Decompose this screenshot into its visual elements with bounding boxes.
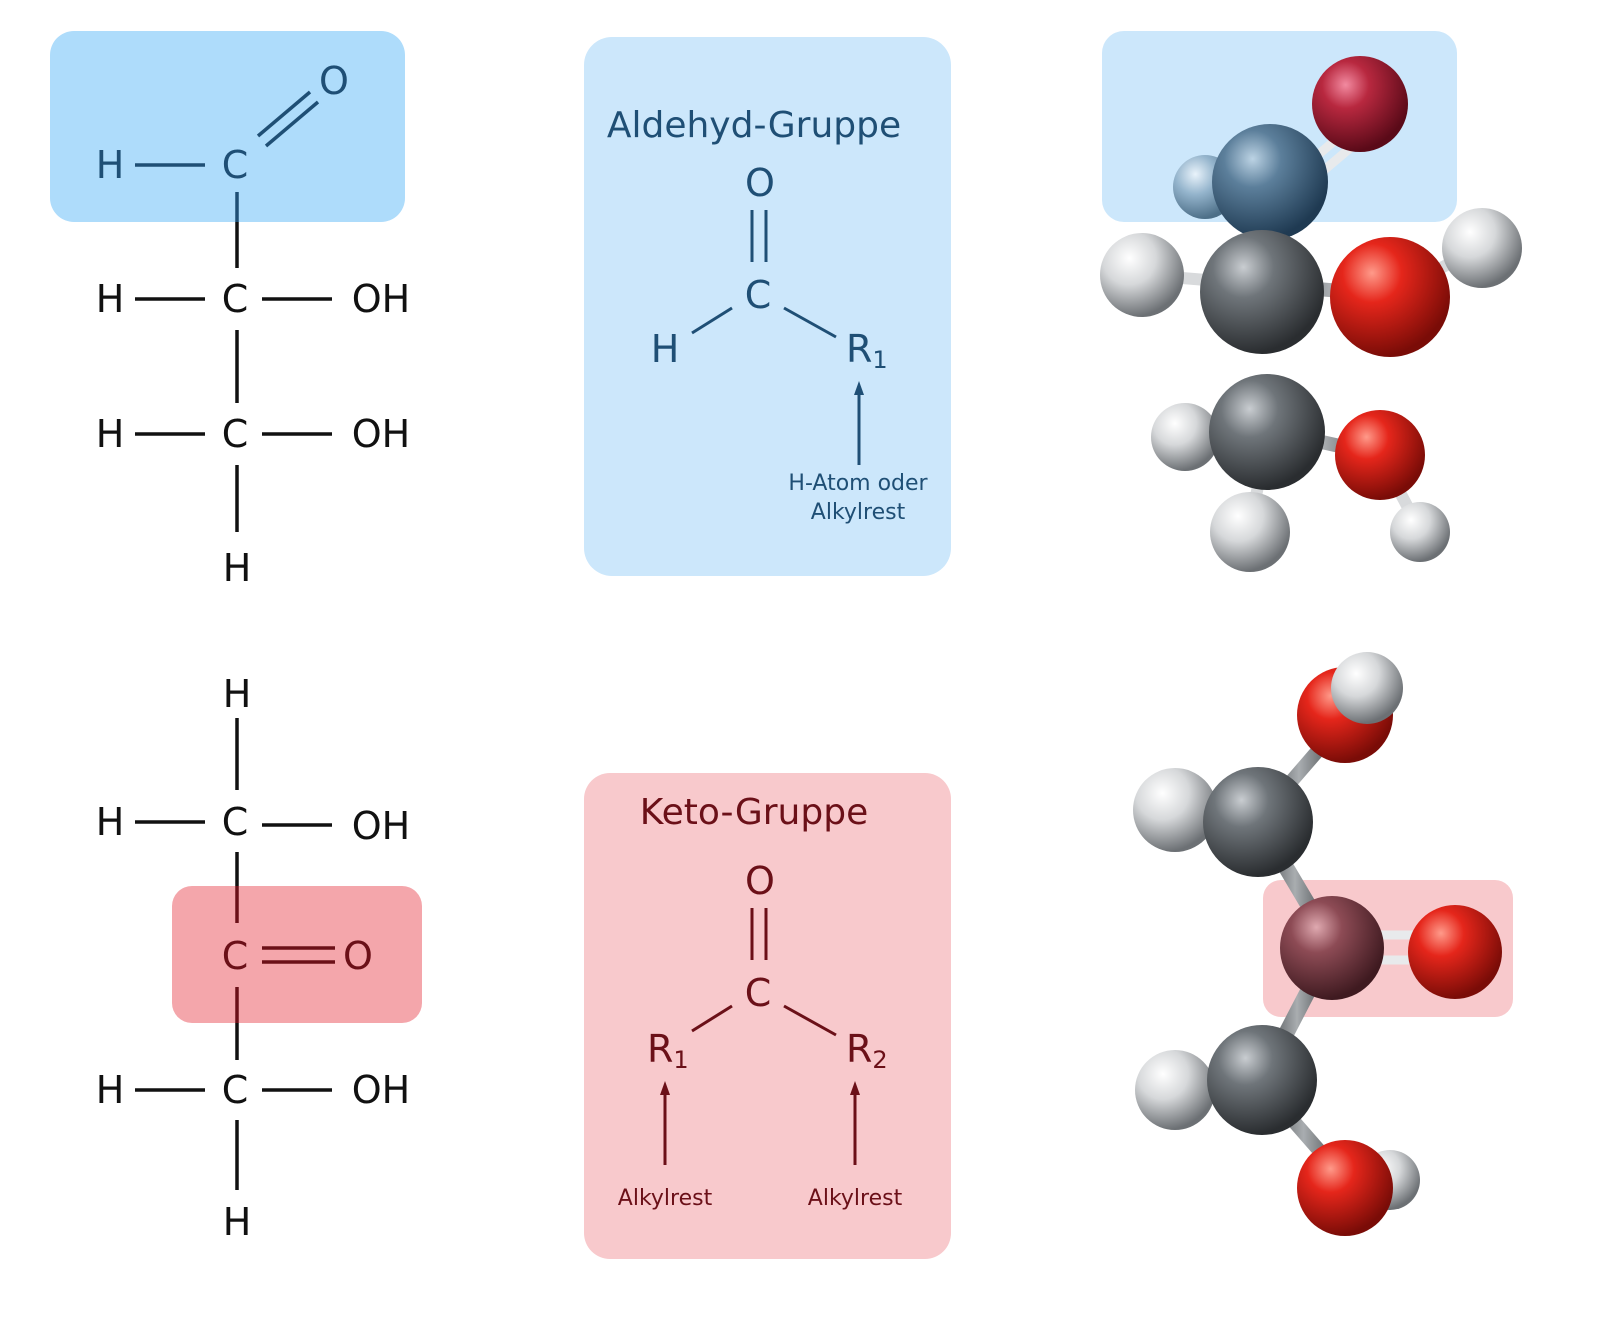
keto-model-h-left-top <box>1133 768 1217 852</box>
keto-atom-oh2: OH <box>352 804 410 848</box>
aldehyde-group-panel: Aldehyd-Gruppe O C H R1 H-Atom oder Alky… <box>584 37 951 576</box>
keto-atom-h2: H <box>96 800 125 844</box>
atom-h3: H <box>96 412 125 456</box>
aldehyde-group-note-line1: H-Atom oder <box>788 471 928 496</box>
keto-group-c: C <box>745 971 772 1015</box>
keto-model-o-keto <box>1408 905 1502 999</box>
keto-atom-oh4: OH <box>352 1068 410 1112</box>
keto-bonds <box>135 718 335 1190</box>
keto-group-r2: R2 <box>846 1027 888 1074</box>
atom-c1: C <box>222 143 249 187</box>
model-h-c3-bottom <box>1210 492 1290 572</box>
atom-oh3: OH <box>352 412 410 456</box>
keto-atom-h-top: H <box>223 672 252 716</box>
keto-group-arrowhead-right <box>850 1081 860 1095</box>
keto-atom-c2: C <box>222 800 249 844</box>
model-o-hydroxyl-bottom <box>1335 410 1425 500</box>
aldehyde-group-h: H <box>651 327 680 371</box>
model-o-double <box>1312 56 1408 152</box>
keto-highlight-box <box>172 886 422 1023</box>
keto-atom-c-keto: C <box>222 934 249 978</box>
atom-c2: C <box>222 277 249 321</box>
aldehyde-group-c: C <box>745 273 772 317</box>
atom-h2: H <box>96 277 125 321</box>
model-h-c3-left <box>1151 403 1219 471</box>
keto-model-c-keto <box>1280 896 1384 1000</box>
aldehyde-structural-formula: O H C H C OH H C OH H <box>50 31 410 590</box>
atom-c3: C <box>222 412 249 456</box>
model-c2 <box>1200 230 1324 354</box>
keto-group-note-right: Alkylrest <box>808 1186 903 1211</box>
aldehyde-group-note-line2: Alkylrest <box>811 500 906 525</box>
aldehyde-group-arrowhead <box>854 381 864 395</box>
aldehyde-group-o: O <box>745 161 775 205</box>
aldehyde-group-title: Aldehyd-Gruppe <box>607 105 901 146</box>
aldehyde-group-r1: R1 <box>846 327 888 374</box>
keto-group-panel: Keto-Gruppe O C R1 R2 Alkylrest Alkylres… <box>584 773 951 1259</box>
model-c3 <box>1209 374 1325 490</box>
keto-group-note-left: Alkylrest <box>618 1186 713 1211</box>
keto-model-o-bottom <box>1297 1140 1393 1236</box>
aldehyde-highlight-box <box>50 31 405 222</box>
model-o-hydroxyl-top <box>1330 237 1450 357</box>
aldehyde-bonds <box>135 90 332 532</box>
keto-group-title: Keto-Gruppe <box>640 792 868 833</box>
keto-group-box <box>584 773 951 1259</box>
aldehyde-group-bonds <box>691 210 861 465</box>
keto-atom-h-bottom: H <box>223 1200 252 1244</box>
keto-model-c-top <box>1203 767 1313 877</box>
keto-group-arrowhead-left <box>660 1081 670 1095</box>
keto-atom-c4: C <box>222 1068 249 1112</box>
keto-model-c-bottom <box>1207 1025 1317 1135</box>
atom-oh2: OH <box>352 277 410 321</box>
atom-h-top: H <box>96 143 125 187</box>
keto-3d-model <box>1133 652 1513 1236</box>
keto-model-h-left-bottom <box>1135 1050 1215 1130</box>
keto-model-h-top <box>1331 652 1403 724</box>
keto-atom-o-keto: O <box>343 934 373 978</box>
model-c1-aldehyde <box>1212 124 1328 240</box>
model-h-hydroxyl-bottom <box>1390 502 1450 562</box>
keto-group-r1: R1 <box>647 1027 689 1074</box>
aldehyde-3d-model <box>1100 31 1522 572</box>
keto-structural-formula: H H C OH C O H C OH H <box>96 672 422 1244</box>
keto-group-o: O <box>745 859 775 903</box>
atom-h-bottom: H <box>223 546 252 590</box>
atom-o-top: O <box>319 59 349 103</box>
keto-group-bonds <box>663 908 857 1165</box>
model-h-left <box>1100 233 1184 317</box>
keto-atom-h4: H <box>96 1068 125 1112</box>
model-h-hydroxyl-top <box>1442 208 1522 288</box>
